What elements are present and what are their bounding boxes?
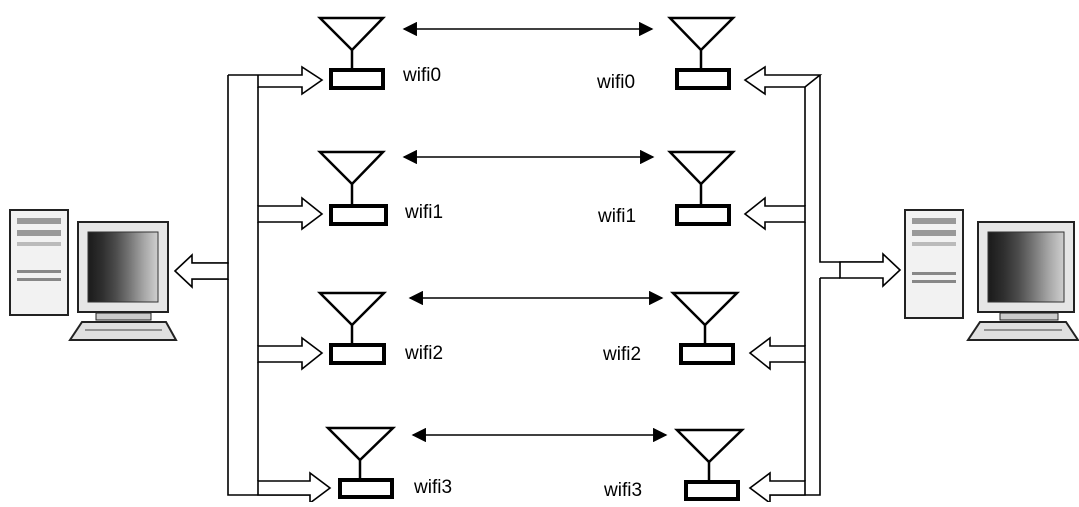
left-interface-label: wifi3 [414,477,453,498]
right-interface-label: wifi2 [603,344,642,365]
left-interface-label: wifi2 [405,343,444,364]
right-bus [770,75,887,496]
right-interface-label: wifi1 [598,206,637,227]
right-interface-label: wifi3 [604,480,643,501]
left-bus [186,75,318,496]
antenna-icon-left-2 [316,291,388,365]
left-interface-label: wifi0 [403,65,442,86]
right-interface-label: wifi0 [597,72,636,93]
right-computer-arrow [839,252,902,288]
left-computer-icon [9,209,178,341]
antenna-icon-left-0 [316,16,386,90]
right-computer-icon [904,209,1079,341]
wireless-links [402,21,668,443]
antenna-icon-right-0 [667,16,737,90]
antenna-icon-right-1 [667,150,737,226]
antenna-icon-left-1 [316,150,388,226]
antenna-icon-left-3 [324,426,397,499]
right-device-arrows [743,65,823,505]
antenna-icon-right-2 [669,291,741,365]
left-antennas [316,16,397,499]
left-interface-label: wifi1 [405,202,444,223]
left-computer-arrow [173,253,229,289]
left-device-arrows [228,65,332,505]
right-antennas [667,16,746,501]
antenna-icon-right-3 [673,428,746,501]
